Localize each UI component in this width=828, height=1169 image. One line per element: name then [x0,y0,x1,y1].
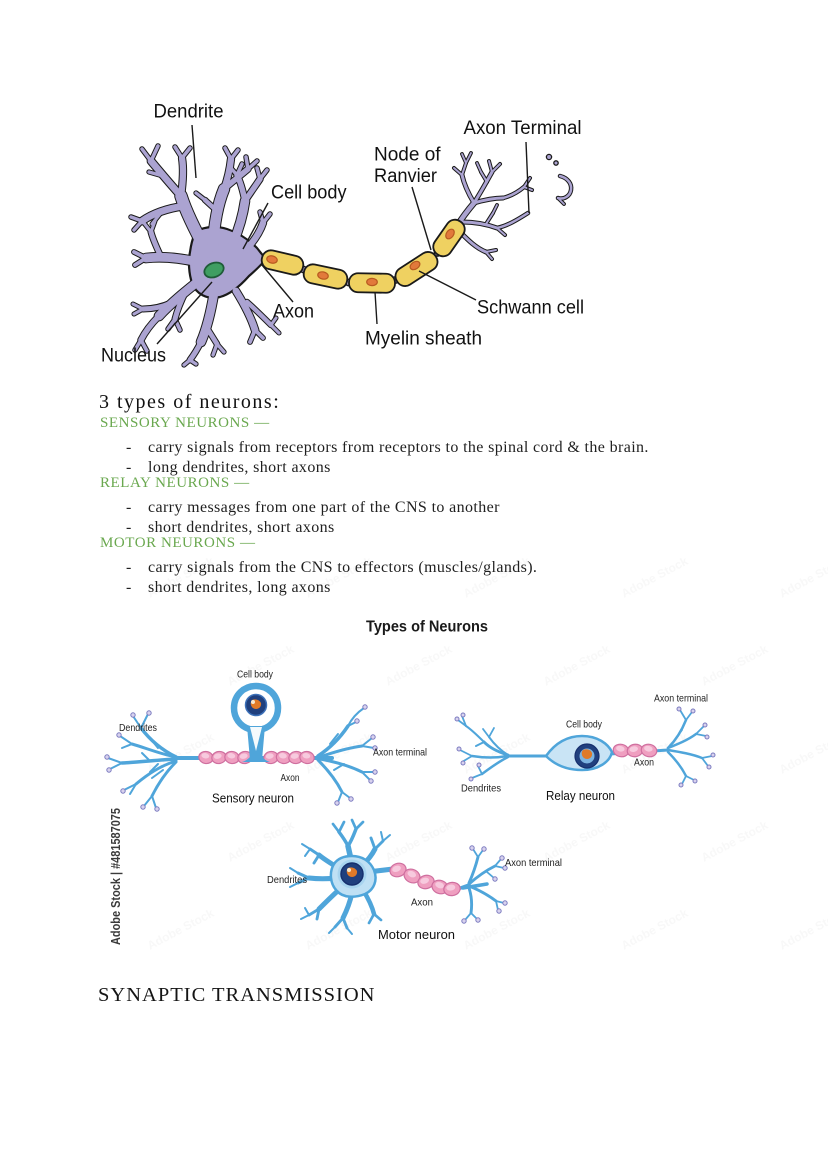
svg-text:Axon terminal: Axon terminal [654,694,708,705]
svg-text:Axon terminal: Axon terminal [505,858,562,869]
svg-text:Dendrites: Dendrites [461,784,501,795]
svg-text:Adobe Stock: Adobe Stock [777,730,828,777]
svg-text:Adobe Stock: Adobe Stock [225,818,297,865]
svg-text:Ranvier: Ranvier [374,166,438,187]
svg-text:Adobe Stock: Adobe Stock [699,642,771,689]
svg-text:Adobe Stock: Adobe Stock [619,554,691,601]
svg-text:Adobe Stock | #481587075: Adobe Stock | #481587075 [108,808,123,945]
svg-text:Cell body: Cell body [271,183,347,204]
svg-text:Adobe Stock: Adobe Stock [383,818,455,865]
svg-text:Axon: Axon [411,898,433,909]
svg-text:Adobe Stock: Adobe Stock [383,642,455,689]
svg-text:Adobe Stock: Adobe Stock [225,642,297,689]
svg-text:Dendrites: Dendrites [267,875,307,886]
svg-text:Axon: Axon [273,302,314,323]
svg-text:Schwann cell: Schwann cell [477,298,584,319]
svg-text:Nucleus: Nucleus [101,346,166,367]
svg-text:Axon Terminal: Axon Terminal [464,118,582,139]
svg-text:Myelin sheath: Myelin sheath [365,329,482,350]
svg-text:Dendrite: Dendrite [154,102,224,123]
svg-text:Adobe Stock: Adobe Stock [777,906,828,953]
svg-text:Sensory neuron: Sensory neuron [212,792,294,806]
svg-text:Node of: Node of [374,145,441,166]
svg-text:Adobe Stock: Adobe Stock [699,818,771,865]
svg-text:Cell body: Cell body [237,670,274,681]
svg-text:Axon: Axon [281,773,300,784]
svg-text:Adobe Stock: Adobe Stock [145,906,217,953]
svg-text:Cell body: Cell body [566,720,603,731]
svg-text:Relay neuron: Relay neuron [546,789,615,803]
svg-text:Adobe Stock: Adobe Stock [619,906,691,953]
svg-text:Types of Neurons: Types of Neurons [366,619,488,636]
svg-text:Dendrites: Dendrites [119,723,157,734]
svg-text:Axon terminal: Axon terminal [373,748,427,759]
svg-text:Adobe Stock: Adobe Stock [541,642,613,689]
svg-text:Adobe Stock: Adobe Stock [461,730,533,777]
svg-text:Axon: Axon [634,758,654,769]
svg-text:Motor neuron: Motor neuron [378,928,455,942]
svg-text:Adobe Stock: Adobe Stock [777,554,828,601]
